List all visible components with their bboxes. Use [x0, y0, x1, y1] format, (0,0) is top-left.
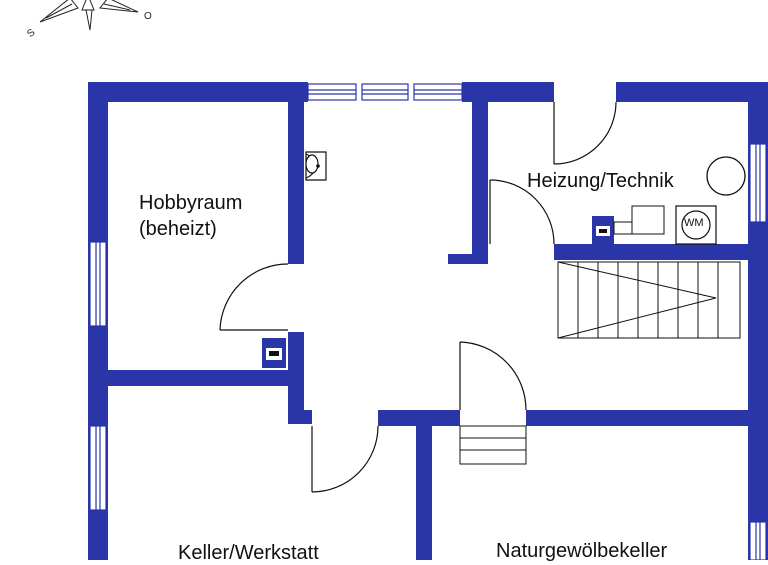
staircase [557, 261, 741, 339]
wall-hobby-right-lower [288, 332, 304, 424]
wall-heizung-bottom [554, 244, 768, 260]
wall-gewoelbe-top-right [526, 410, 768, 426]
window-left-2 [89, 425, 107, 511]
wall-top-left [88, 82, 308, 102]
window-left-1 [89, 241, 107, 327]
washing-machine-label: WM [684, 217, 704, 229]
compass-rose [39, 0, 139, 31]
wall-top-right [616, 82, 768, 102]
wall-central-stub [448, 254, 488, 264]
walls [88, 82, 768, 560]
wall-hobby-bottom [88, 370, 288, 386]
tank-circle-icon [706, 156, 746, 196]
room-label-naturgewoelbekeller: Naturgewölbekeller [496, 540, 668, 562]
windows [89, 83, 767, 560]
pipe-lines [613, 205, 665, 235]
wall-corridor-bottom-left [288, 410, 312, 424]
sink-icon [305, 151, 327, 181]
window-right-1 [749, 143, 767, 223]
room-label-hobbyraum-line1: Hobbyraum [139, 192, 243, 214]
window-top-3 [413, 83, 463, 101]
doors [219, 101, 617, 493]
wall-central-vertical [472, 82, 488, 262]
window-right-2 [749, 521, 767, 560]
wall-keller-gewoelbe [416, 410, 432, 560]
steps-small [459, 425, 527, 465]
window-top-2 [361, 83, 409, 101]
room-label-heizung: Heizung/Technik [527, 170, 674, 192]
wall-hobby-right-upper [288, 82, 304, 264]
washing-machine-icon [675, 205, 717, 245]
compass-letter-o: O [144, 11, 152, 22]
boiler-unit-icon [262, 338, 286, 368]
room-label-keller: Keller/Werkstatt [178, 542, 319, 564]
heater-unit-icon [592, 216, 614, 246]
window-top-1 [307, 83, 357, 101]
room-label-hobbyraum-line2: (beheizt) [139, 218, 217, 240]
